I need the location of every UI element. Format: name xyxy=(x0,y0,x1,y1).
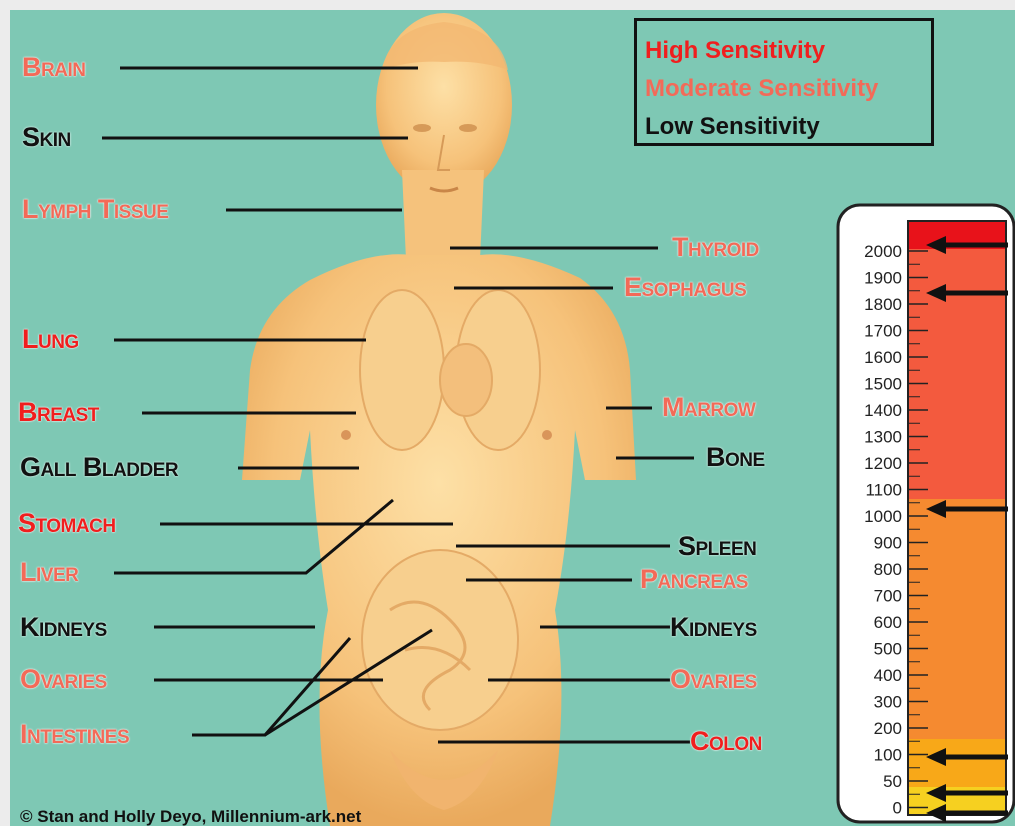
diagram-canvas: Brain Skin Lymph Tissue Lung Breast Gall… xyxy=(10,10,1015,826)
label-pancreas: Pancreas xyxy=(640,566,748,593)
torso-silhouette xyxy=(242,13,636,826)
scale-tick-label: 400 xyxy=(874,666,902,685)
scale-tick-label: 500 xyxy=(874,640,902,659)
label-thyroid: Thyroid xyxy=(672,234,759,261)
credit-text: © Stan and Holly Deyo, Millennium-ark.ne… xyxy=(20,807,361,826)
scale-tick-label: 1000 xyxy=(864,507,902,526)
label-bone: Bone xyxy=(706,444,765,471)
label-colon: Colon xyxy=(690,728,762,755)
scale-tick-label: 1500 xyxy=(864,375,902,394)
label-kidneys-right: Kidneys xyxy=(670,614,757,641)
scale-tick-label: 2000 xyxy=(864,242,902,261)
sensitivity-legend: High Sensitivity Moderate Sensitivity Lo… xyxy=(634,18,934,146)
scale-zone-1 xyxy=(908,249,1006,499)
scale-tick-label: 1200 xyxy=(864,454,902,473)
scale-tick-label: 800 xyxy=(874,560,902,579)
label-breast: Breast xyxy=(18,399,99,426)
scale-tick-label: 1300 xyxy=(864,428,902,447)
scale-tick-label: 900 xyxy=(874,534,902,553)
dose-scale-svg: 2000190018001700160015001400130012001100… xyxy=(832,203,1015,826)
label-ovaries-left: Ovaries xyxy=(20,666,107,693)
scale-tick-label: 700 xyxy=(874,587,902,606)
label-ovaries-right: Ovaries xyxy=(670,666,757,693)
scale-tick-label: 200 xyxy=(874,719,902,738)
label-intestines: Intestines xyxy=(20,721,129,748)
scale-tick-label: 600 xyxy=(874,613,902,632)
scale-tick-label: 1900 xyxy=(864,269,902,288)
scale-tick-label: 50 xyxy=(883,772,902,791)
legend-low: Low Sensitivity xyxy=(645,113,820,141)
label-gall-bladder: Gall Bladder xyxy=(20,454,178,481)
label-liver: Liver xyxy=(20,559,78,586)
scale-tick-label: 1800 xyxy=(864,295,902,314)
scale-tick-label: 1100 xyxy=(865,481,902,500)
label-stomach: Stomach xyxy=(18,510,116,537)
scale-tick-label: 1700 xyxy=(864,322,902,341)
label-lung: Lung xyxy=(22,326,79,353)
label-skin: Skin xyxy=(22,124,71,151)
label-lymph-tissue: Lymph Tissue xyxy=(22,196,168,223)
scale-zone-3 xyxy=(908,739,1006,787)
scale-zones xyxy=(908,221,1006,815)
scale-tick-label: 100 xyxy=(874,746,902,765)
scale-zone-2 xyxy=(908,499,1006,739)
legend-high: High Sensitivity xyxy=(645,37,825,65)
label-spleen: Spleen xyxy=(678,533,756,560)
label-kidneys-left: Kidneys xyxy=(20,614,107,641)
scale-tick-label: 0 xyxy=(893,799,902,818)
scale-tick-label: 300 xyxy=(874,693,902,712)
scale-tick-label: 1600 xyxy=(864,348,902,367)
label-brain: Brain xyxy=(22,54,85,81)
legend-moderate: Moderate Sensitivity xyxy=(645,75,878,103)
label-marrow: Marrow xyxy=(662,394,755,421)
scale-tick-label: 1400 xyxy=(864,401,902,420)
label-esophagus: Esophagus xyxy=(624,274,746,301)
